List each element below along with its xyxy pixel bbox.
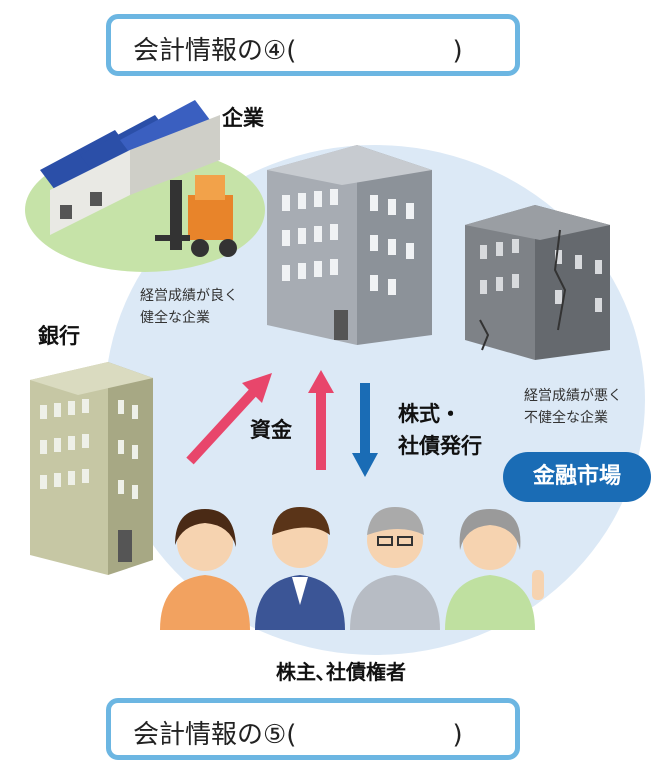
investor-woman [160, 509, 250, 630]
investor-man [255, 507, 345, 630]
top-info-text: 会計情報の④( ) [133, 36, 463, 66]
issue-label-line2: 社債発行 [398, 434, 482, 458]
bank-building [30, 362, 153, 575]
funds-label: 資金 [250, 418, 292, 442]
unhealthy-company-label: 経営成績が悪く 不健全な企業 [524, 385, 622, 429]
investor-senior-woman [445, 509, 544, 630]
issue-label: 株式・ 社債発行 [398, 398, 482, 462]
unhealthy-company-line2: 不健全な企業 [524, 410, 608, 426]
investors-illustration [160, 507, 544, 630]
bottom-info-box: 会計情報の⑤( ) [106, 698, 520, 760]
unhealthy-company-building [465, 205, 610, 360]
issue-arrow-down [352, 383, 378, 477]
factory-illustration [25, 100, 265, 272]
bottom-info-text: 会計情報の⑤( ) [133, 720, 463, 750]
top-info-box: 会計情報の④( ) [106, 14, 520, 76]
investors-label: 株主､社債権者 [276, 660, 406, 684]
healthy-company-line2: 健全な企業 [140, 310, 210, 326]
funds-arrow-up [308, 370, 334, 470]
issue-label-line1: 株式・ [398, 402, 461, 426]
financial-market-badge: 金融市場 [503, 452, 651, 502]
flow-arrows [186, 370, 378, 477]
funds-arrow-diagonal [186, 373, 272, 465]
healthy-company-label: 経営成績が良く 健全な企業 [140, 285, 238, 329]
unhealthy-company-line1: 経営成績が悪く [524, 388, 622, 404]
healthy-company-line1: 経営成績が良く [140, 288, 238, 304]
investor-senior-man [350, 507, 440, 630]
bank-label: 銀行 [38, 324, 80, 348]
company-label: 企業 [222, 106, 264, 130]
healthy-company-building [267, 145, 432, 345]
